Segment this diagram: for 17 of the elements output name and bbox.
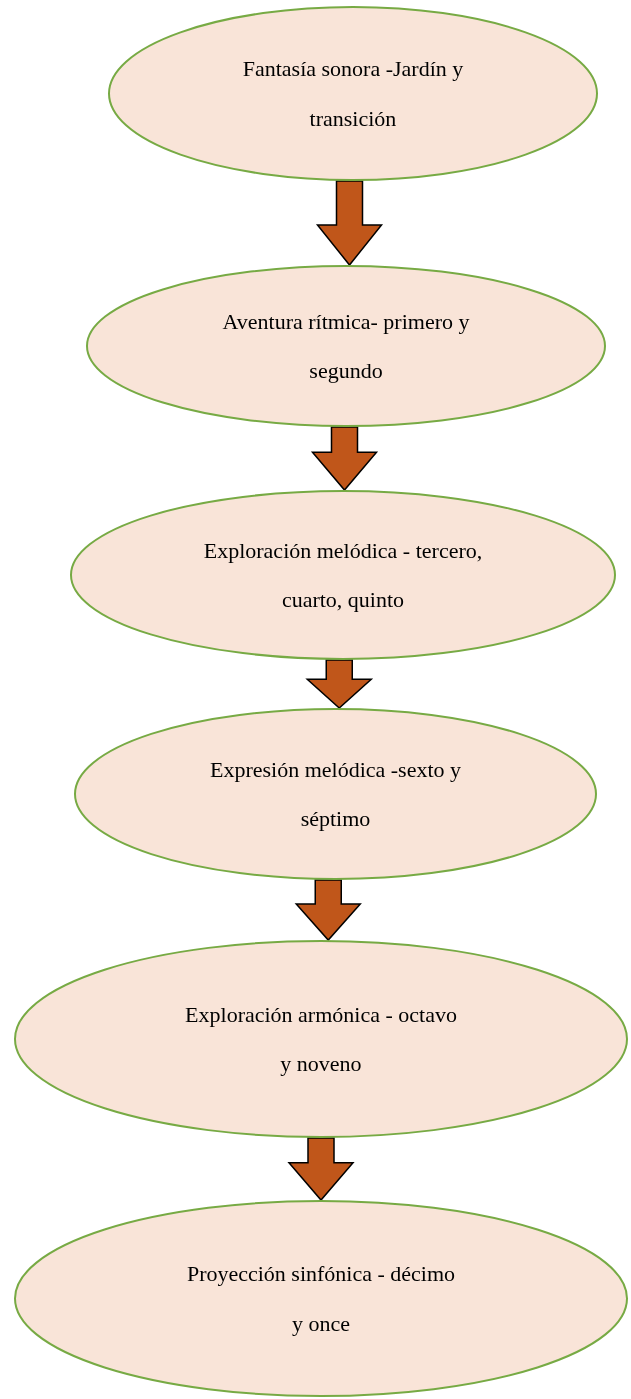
node-label: Expresión melódica -sexto y séptimo [208,755,463,833]
block-arrow [310,426,379,492]
node-label: Exploración melódica - tercero, cuarto, quinto [202,536,484,614]
ellipse-node [14,940,628,1138]
block-arrow [287,1137,355,1202]
block-arrow [294,879,362,942]
ellipse-node [86,265,606,427]
node-label: Exploración armónica - octavo y noveno [184,1000,458,1078]
ellipse-node [74,708,597,880]
ellipse-node [108,6,598,181]
ellipse-node [70,490,616,660]
node-label: Aventura rítmica- primero y segundo [221,307,471,385]
node-label: Fantasía sonora -Jardín y transición [241,55,465,133]
ellipse-node [14,1200,628,1397]
node-label: Proyección sinfónica - décimo y once [186,1260,456,1338]
block-arrow [305,659,374,709]
block-arrow [315,180,384,267]
